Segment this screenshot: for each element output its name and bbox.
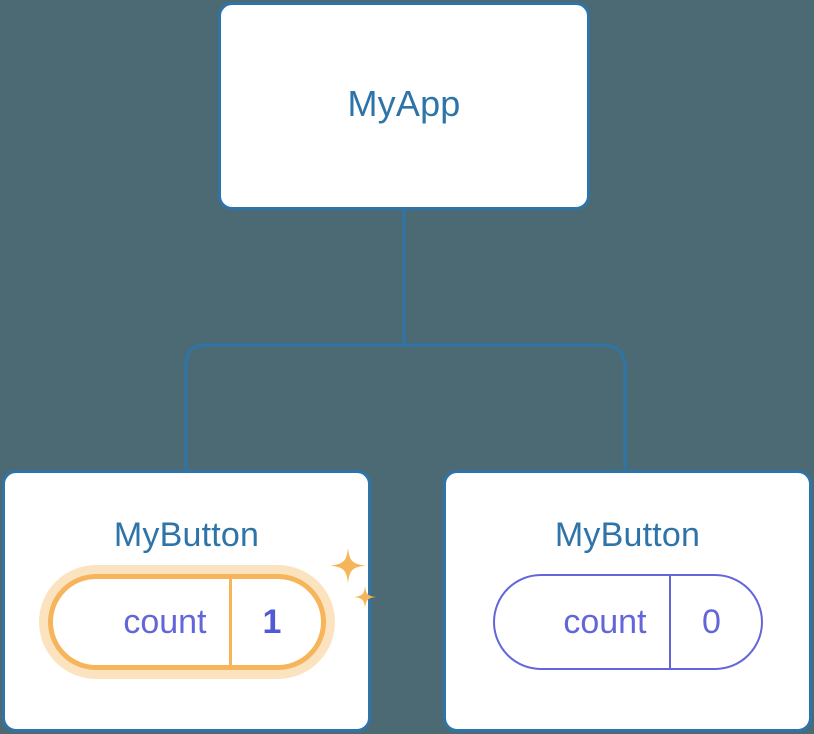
- node-title: MyButton: [554, 516, 701, 554]
- sparkle-large-icon: [329, 548, 366, 584]
- prop-value: 0: [668, 576, 761, 668]
- prop-pill-wrapper: count 0: [492, 574, 763, 670]
- prop-key: count: [123, 603, 207, 641]
- prop-pill[interactable]: count 0: [492, 574, 763, 670]
- prop-pill-highlighted[interactable]: count 1: [47, 574, 326, 670]
- node-title: MyButton: [113, 516, 260, 554]
- prop-pill-wrapper: count 1: [47, 548, 376, 670]
- node-mybutton-1[interactable]: MyButton count 0: [443, 470, 812, 732]
- node-myapp[interactable]: MyApp: [218, 2, 590, 210]
- connector-branches: [184, 343, 627, 474]
- prop-value: 1: [228, 579, 321, 665]
- node-mybutton-0[interactable]: MyButton count 1: [2, 470, 376, 732]
- prop-key: count: [563, 603, 647, 641]
- sparkle-cluster: [329, 548, 376, 608]
- node-title: MyApp: [347, 83, 461, 124]
